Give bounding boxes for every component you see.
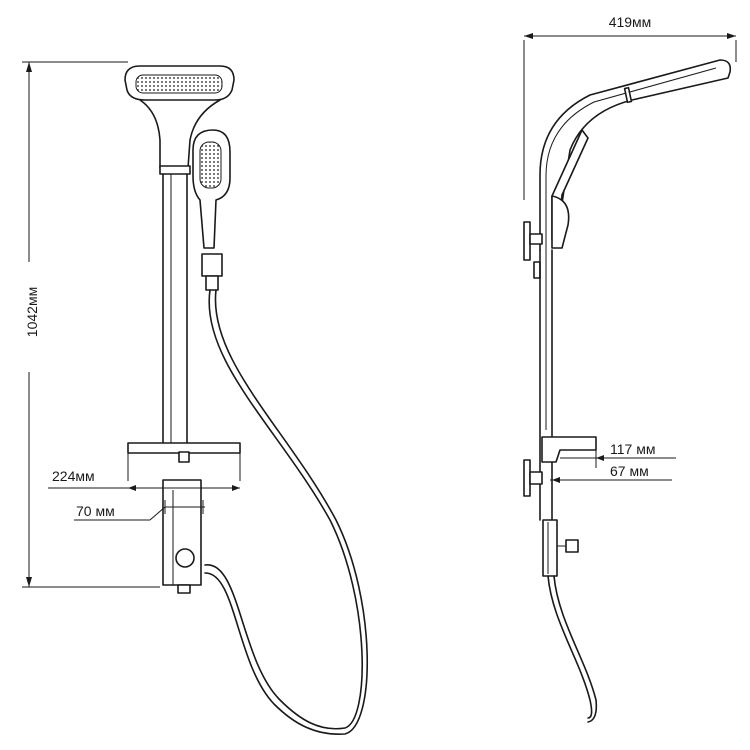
shower-hose-profile xyxy=(547,575,598,723)
front-view: 1042мм xyxy=(22,61,368,735)
soap-shelf-profile xyxy=(541,436,597,463)
riser-bar xyxy=(159,165,202,594)
height-dimension: 1042мм xyxy=(22,61,160,588)
bar-offset-dimension: 67 мм xyxy=(550,463,672,483)
upper-wall-bracket xyxy=(523,221,543,279)
depth-label: 419мм xyxy=(609,14,652,30)
bar-offset-label: 67 мм xyxy=(610,463,649,479)
hand-shower xyxy=(192,129,231,291)
water-outlet-body-profile xyxy=(542,519,579,577)
overhead-arm-profile xyxy=(539,59,732,251)
shelf-depth-label: 117 мм xyxy=(610,441,655,457)
bar-width-dimension: 70 мм xyxy=(74,500,205,521)
shower-hose xyxy=(204,289,368,735)
height-label: 1042мм xyxy=(24,287,40,337)
overhead-shower-head xyxy=(124,65,235,169)
shelf-width-label: 224мм xyxy=(52,468,95,484)
shelf-depth-dimension: 117 мм xyxy=(560,441,676,468)
hand-shower-profile xyxy=(551,129,589,249)
soap-shelf xyxy=(127,442,241,481)
shelf-width-dimension: 224мм xyxy=(48,468,240,491)
lower-wall-bracket xyxy=(523,459,543,497)
bar-width-label: 70 мм xyxy=(76,503,115,519)
depth-dimension: 419мм xyxy=(523,14,737,200)
side-view: 419мм xyxy=(523,14,737,723)
